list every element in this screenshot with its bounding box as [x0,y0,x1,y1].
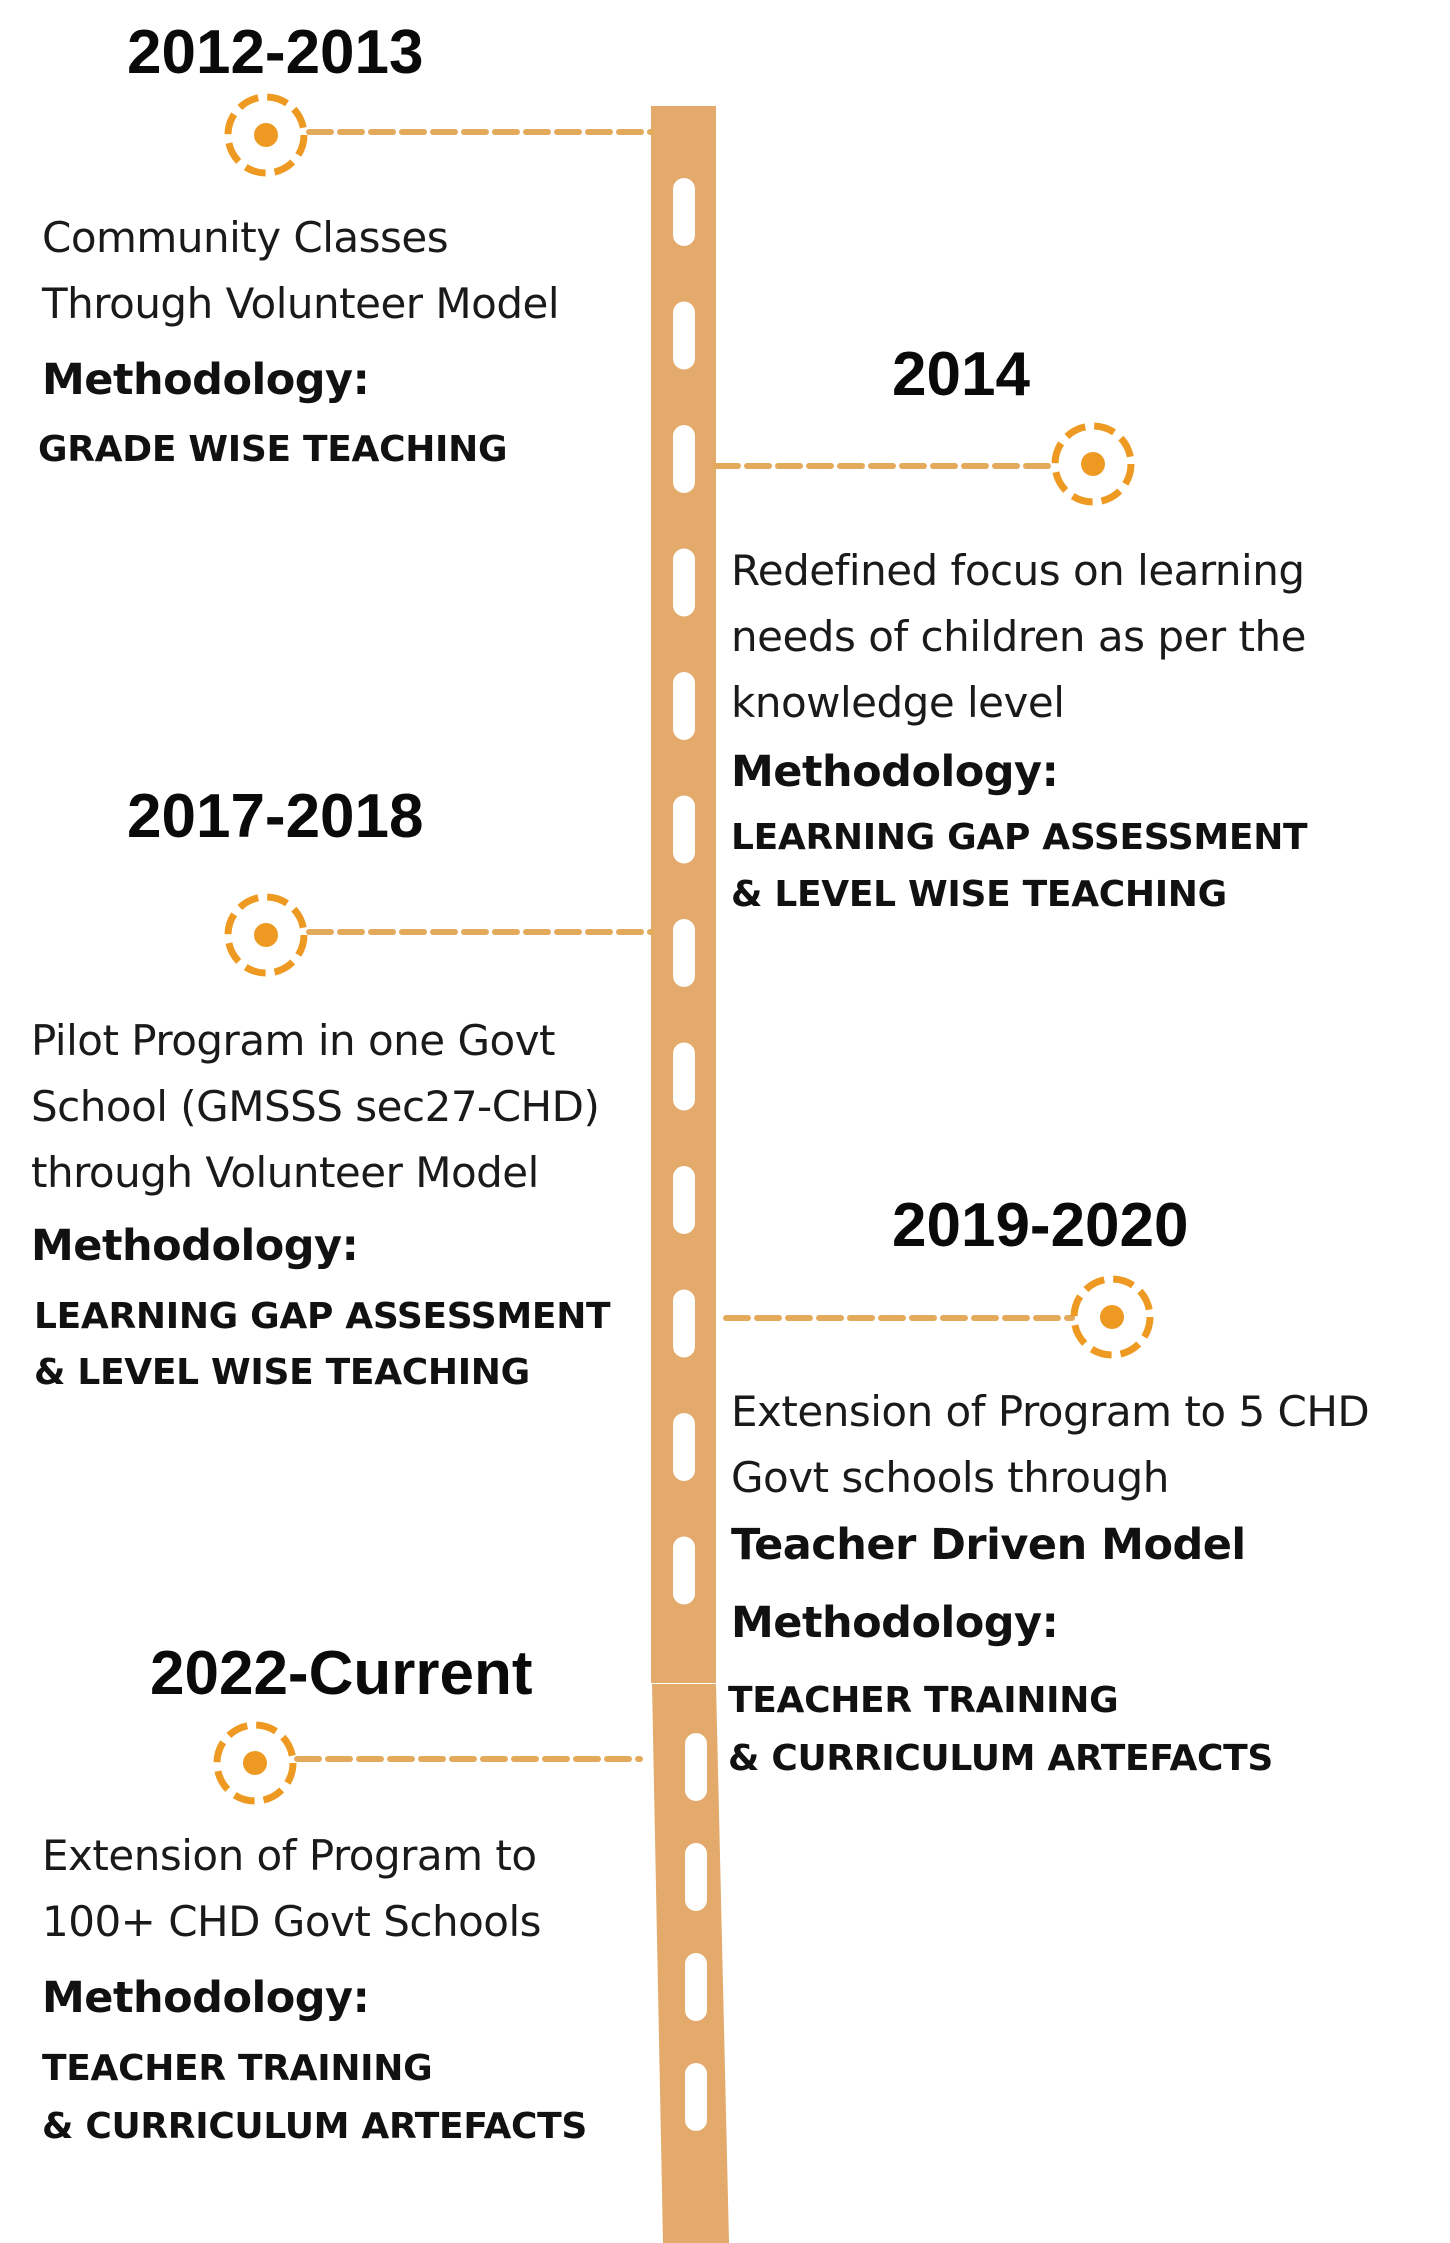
milestone-description: Community Classes Through Volunteer Mode… [42,205,560,337]
description-line: Extension of Program to [42,1831,537,1880]
year-label-2017-2018: 2017-2018 [127,782,424,851]
milestone-description: Extension of Program to 5 CHD Govt schoo… [731,1379,1370,1511]
methodology-value: & CURRICULUM ARTEFACTS [42,2106,588,2147]
road-lane-slot [673,1413,695,1481]
marker-icon-2019 [1070,1275,1154,1359]
description-line: Through Volunteer Model [42,279,560,328]
milestone-description: Pilot Program in one Govt School (GMSSS … [31,1008,600,1206]
methodology-label: Methodology: [31,1221,359,1271]
marker-icon-2014 [1051,422,1135,506]
road-lane-slot [673,919,695,987]
description-line: Community Classes [42,213,449,262]
methodology-value: & LEVEL WISE TEACHING [34,1352,530,1393]
year-label-2012-2013: 2012-2013 [127,18,424,87]
marker-icon-2017 [224,893,308,977]
description-line: Redefined focus on learning [731,546,1305,595]
road-lane-slot [673,1042,695,1111]
marker-icon-2012 [224,93,308,177]
year-label-2022-current: 2022-Current [150,1639,533,1708]
description-line: School (GMSSS sec27-CHD) [31,1082,600,1131]
methodology-value: TEACHER TRAINING [42,2048,433,2089]
road-lane-slot [685,1953,707,2021]
year-label-2014: 2014 [892,340,1030,409]
description-line: through Volunteer Model [31,1148,539,1197]
description-line: 100+ CHD Govt Schools [42,1897,542,1946]
methodology-label: Methodology: [731,747,1059,797]
road-lane-slot [673,301,695,370]
methodology-value: & CURRICULUM ARTEFACTS [728,1738,1274,1779]
highlight-model: Teacher Driven Model [731,1520,1246,1570]
methodology-label: Methodology: [731,1598,1059,1648]
description-line: Extension of Program to 5 CHD [731,1387,1370,1436]
methodology-label: Methodology: [42,1973,370,2023]
road-lane-slot [673,1536,695,1605]
milestone-description: Redefined focus on learning needs of chi… [731,538,1306,736]
methodology-label: Methodology: [42,355,370,405]
marker-icon-2022 [213,1721,297,1805]
methodology-value: LEARNING GAP ASSESSMENT [731,817,1308,858]
road-lane-slot [685,1733,707,1801]
road-lane-slot [673,178,695,246]
year-label-2019-2020: 2019-2020 [892,1191,1189,1260]
description-line: knowledge level [731,678,1065,727]
methodology-value: & LEVEL WISE TEACHING [731,874,1227,915]
description-line: Govt schools through [731,1453,1169,1502]
methodology-value: GRADE WISE TEACHING [38,429,508,470]
road-lane-slot [673,1289,695,1358]
road-lane-slot [673,1166,695,1234]
road-lane-slot [673,795,695,864]
road-lane-slot [673,672,695,740]
road-lane-slot [685,1843,707,1911]
road-lane-slot [673,548,695,617]
description-line: Pilot Program in one Govt [31,1016,556,1065]
road-lane-slot [673,425,695,493]
methodology-value: LEARNING GAP ASSESSMENT [34,1296,611,1337]
description-line: needs of children as per the [731,612,1306,661]
road-lane-slot [685,2063,707,2131]
milestone-description: Extension of Program to 100+ CHD Govt Sc… [42,1823,542,1955]
methodology-value: TEACHER TRAINING [728,1680,1119,1721]
